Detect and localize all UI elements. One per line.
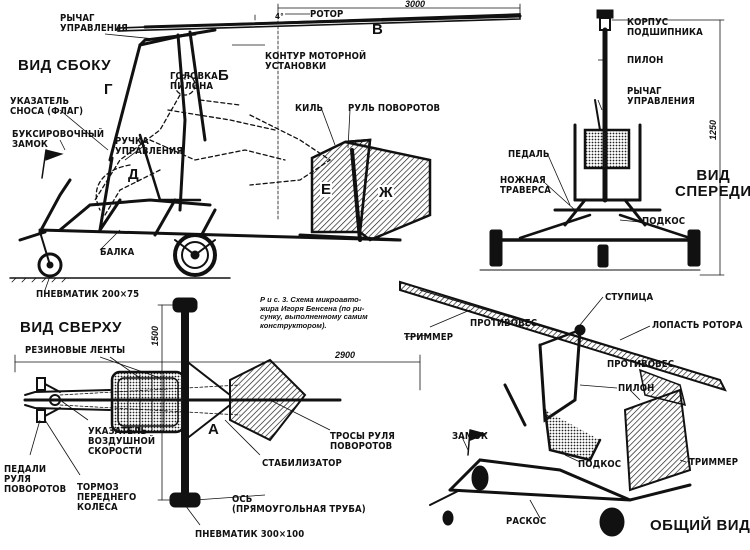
front-control-lever [594, 99, 601, 131]
top-width-value: 1500 [150, 325, 160, 346]
leader-lines [29, 13, 687, 526]
front-right-wheel [687, 229, 701, 267]
general-frame-base [448, 458, 692, 502]
side-main-wheel [173, 233, 217, 277]
top-wheel-upper [172, 297, 198, 313]
general-brace-label: РАСКОС [506, 516, 547, 527]
top-axle-label: ОСЬ (ПРЯМОУГОЛЬНАЯ ТРУБА) [232, 494, 366, 515]
side-letter-d: Д [128, 166, 139, 183]
side-letter-b: Б [218, 67, 229, 84]
side-rudder-label: РУЛЬ ПОВОРОТОВ [348, 103, 441, 114]
side-beam-label: БАЛКА [100, 247, 135, 258]
general-trimmer-top-label: ТРИММЕР [404, 332, 454, 343]
side-control-lever-label: РЫЧАГ УПРАВЛЕНИЯ [60, 13, 128, 34]
general-view-title: ОБЩИЙ ВИД [650, 517, 750, 534]
general-flag [467, 429, 488, 456]
general-hub-label: СТУПИЦА [605, 292, 654, 303]
top-length-value: 2900 [335, 350, 356, 360]
general-rotor-blade-label: ЛОПАСТЬ РОТОРА [652, 320, 743, 331]
side-length-dimension [254, 3, 521, 221]
side-tow-lock-label: БУКСИРОВОЧНЫЙ ЗАМОК [12, 129, 105, 150]
top-rudder-cables-label: ТРОСЫ РУЛЯ ПОВОРОТОВ [330, 431, 395, 452]
top-seat-block [110, 370, 186, 434]
front-view-title: ВИД СПЕРЕДИ [675, 167, 750, 200]
top-view-drawing [14, 297, 421, 508]
side-tail [298, 138, 432, 242]
side-view-drawing [9, 3, 522, 283]
front-bearing-housing-label: КОРПУС ПОДШИПНИКА [627, 17, 703, 38]
side-rotor-label: РОТОР [310, 9, 344, 20]
side-angle-label: 4° [275, 12, 284, 21]
front-nose-wheel [597, 244, 609, 268]
general-seat [543, 408, 602, 462]
top-length-dimension [14, 354, 421, 391]
top-airspeed-label: УКАЗАТЕЛЬ ВОЗДУШНОЙ СКОРОСТИ [88, 426, 156, 457]
top-rudder-pedals [36, 377, 61, 423]
side-control-handle-label: РУЧКА УПРАВЛЕНИЯ [115, 136, 183, 157]
side-keel-beam [18, 178, 402, 242]
general-wheel-right [599, 507, 625, 537]
general-strut-label: ПОДКОС [578, 459, 622, 470]
front-view-drawing [479, 9, 725, 276]
side-keel-label: КИЛЬ [295, 103, 324, 114]
side-letter-e: Е [320, 181, 333, 198]
top-front-brake-label: ТОРМОЗ ПЕРЕДНЕГО КОЛЕСА [77, 482, 137, 513]
side-ground-hatch [11, 277, 67, 283]
top-stabilizer-label: СТАБИЛИЗАТОР [262, 458, 342, 469]
front-pylon-label: ПИЛОН [627, 55, 664, 66]
side-letter-v: В [372, 21, 383, 38]
general-counterweight-label: ПРОТИВОВЕС [607, 359, 675, 370]
side-nose-wheel [37, 231, 63, 278]
side-drift-flag [41, 149, 64, 179]
side-letter-g: Г [104, 81, 113, 98]
front-height-dimension [611, 19, 725, 276]
side-engine-outline-label: КОНТУР МОТОРНОЙ УСТАНОВКИ [265, 51, 367, 72]
front-control-lever-label: РЫЧАГ УПРАВЛЕНИЯ [627, 86, 695, 107]
general-control-stick [503, 383, 527, 427]
general-lock-label: ЗАМОК [452, 431, 488, 442]
general-view-drawing [399, 280, 727, 537]
side-pylon-frame [98, 28, 217, 232]
side-pylon-head-label: ГОЛОВКА ПИЛОНА [170, 71, 218, 92]
top-rudder-pedals-label: ПЕДАЛИ РУЛЯ ПОВОРОТОВ [4, 464, 67, 495]
front-left-wheel [489, 229, 503, 267]
side-view-title: ВИД СБОКУ [18, 57, 112, 74]
side-letter-zh: Ж [378, 184, 394, 201]
side-tire-label: ПНЕВМАТИК 200×75 [36, 289, 140, 300]
top-letter-a: А [208, 421, 219, 438]
general-pylon-label: ПИЛОН [618, 383, 655, 394]
general-trimmer-label: ТРИММЕР [689, 457, 739, 468]
top-stabilizer [229, 358, 307, 442]
front-strut-label: ПОДКОС [642, 216, 686, 227]
top-tire-label: ПНЕВМАТИК 300×100 [195, 529, 305, 540]
front-pedal-label: ПЕДАЛЬ [508, 149, 550, 160]
side-drift-indicator-label: УКАЗАТЕЛЬ СНОСА (ФЛАГ) [10, 96, 84, 117]
side-length-value: 3000 [405, 0, 426, 9]
general-nose-wheel [442, 510, 454, 526]
top-view-title: ВИД СВЕРХУ [20, 319, 122, 336]
general-tail [623, 388, 692, 492]
front-foot-bar-label: НОЖНАЯ ТРАВЕРСА [500, 175, 552, 196]
general-wheel-left [471, 465, 489, 491]
figure-caption: Р и с. 3. Схема микроавто- жира Игоря Бе… [260, 295, 368, 330]
front-height-value: 1250 [708, 119, 718, 140]
top-rubber-bands-label: РЕЗИНОВЫЕ ЛЕНТЫ [25, 345, 126, 356]
front-struts [518, 213, 692, 240]
side-rotor-blade [117, 13, 522, 32]
general-counterweight-top-label: ПРОТИВОВЕС [470, 318, 538, 329]
front-bearing-housing [596, 9, 614, 31]
